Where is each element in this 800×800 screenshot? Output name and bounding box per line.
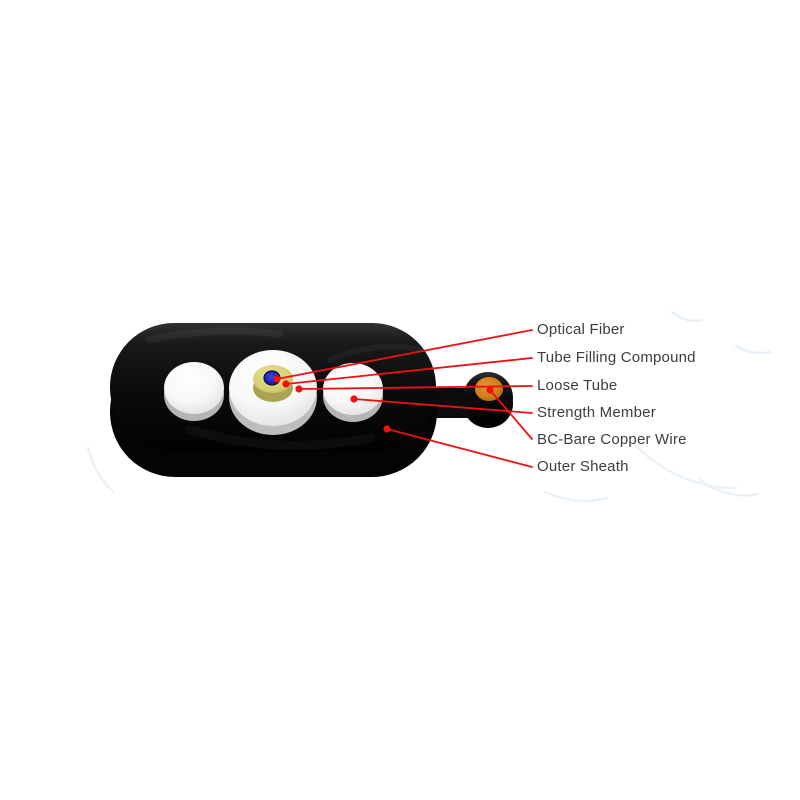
leader-dot-copper-wire	[486, 386, 494, 394]
watermark	[86, 310, 772, 503]
label-copper-wire: BC-Bare Copper Wire	[537, 431, 687, 448]
leader-line-strength-member	[353, 398, 533, 414]
label-outer-sheath: Outer Sheath	[537, 458, 629, 475]
leader-line-copper-wire	[489, 389, 533, 440]
leader-line-loose-tube	[298, 385, 533, 390]
leader-dot-loose-tube	[295, 385, 303, 393]
leader-line-outer-sheath	[386, 428, 533, 468]
label-optical-fiber: Optical Fiber	[537, 321, 625, 338]
leader-dot-outer-sheath	[383, 425, 391, 433]
label-loose-tube: Loose Tube	[537, 377, 618, 394]
leader-dot-optical-fiber	[273, 375, 281, 383]
leader-line-tube-filling-compound	[285, 357, 533, 385]
leader-dot-tube-filling-compound	[282, 380, 290, 388]
leader-lines	[276, 329, 533, 468]
leader-dot-strength-member	[350, 395, 358, 403]
strength-member-rod-left	[164, 362, 224, 414]
label-strength-member: Strength Member	[537, 404, 656, 421]
label-tube-filling-compound: Tube Filling Compound	[537, 349, 696, 366]
leader-line-optical-fiber	[276, 329, 533, 380]
body-sheen	[146, 327, 423, 450]
leader-dots	[273, 375, 494, 433]
